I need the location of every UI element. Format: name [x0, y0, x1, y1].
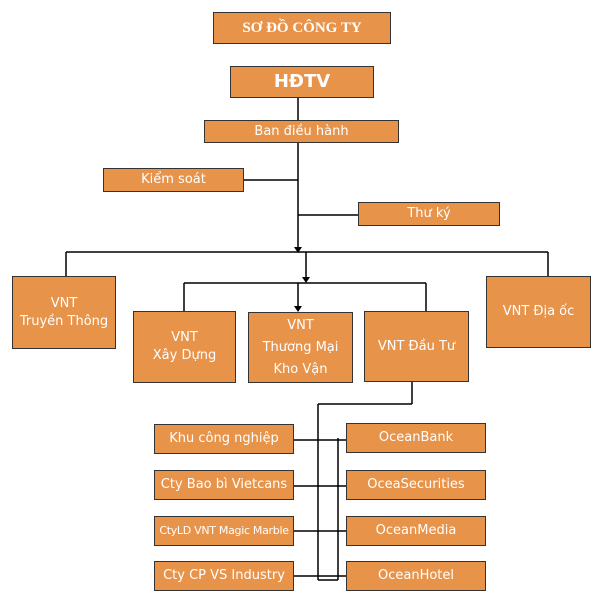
subsidiary-right: OceanMedia [346, 516, 486, 546]
subsidiary-right: OceanBank [346, 423, 486, 453]
node-vnt-dau-tu: VNT Đầu Tư [364, 311, 469, 382]
node-kiem-soat: Kiểm soát [103, 168, 244, 192]
node-vnt-truyen-thong: VNT Truyền Thông [12, 276, 116, 349]
subsidiary-left: Cty Bao bì Vietcans [154, 470, 294, 500]
subsidiary-left: CtyLD VNT Magic Marble [154, 516, 294, 546]
node-vnt-thuong-mai: VNT Thương Mại Kho Vận [248, 312, 353, 383]
node-vnt-xay-dung: VNT Xây Dựng [133, 311, 236, 383]
diagram-title: SƠ ĐỒ CÔNG TY [213, 12, 391, 44]
subsidiary-right: OceanHotel [346, 561, 486, 591]
node-hdtv: HĐTV [230, 66, 374, 98]
node-vnt-dia-oc: VNT Địa ốc [486, 276, 591, 348]
node-thu-ky: Thư ký [358, 202, 500, 226]
subsidiary-right: OceaSecurities [346, 470, 486, 500]
node-ban-dieu-hanh: Ban điều hành [204, 120, 399, 143]
subsidiary-left: Khu công nghiệp [154, 424, 294, 454]
subsidiary-left: Cty CP VS Industry [154, 561, 294, 591]
